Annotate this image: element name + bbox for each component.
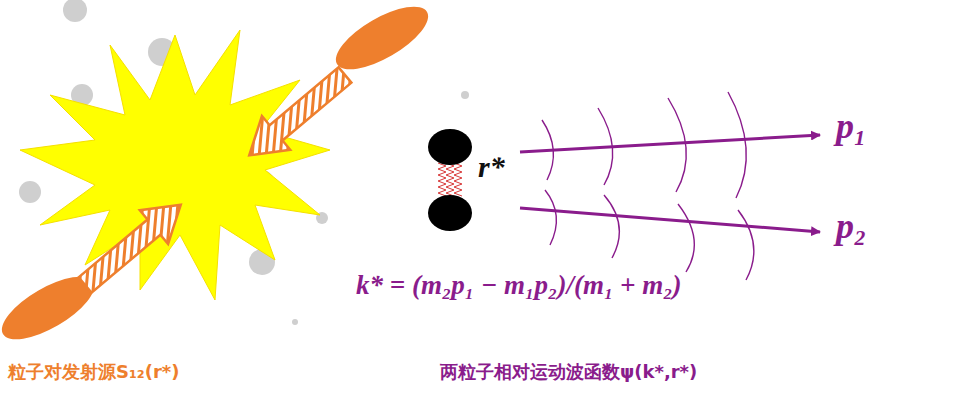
momentum-label: p₁ bbox=[836, 106, 867, 147]
momentum-label: p₂ bbox=[836, 206, 867, 247]
incoming-arrow bbox=[235, 58, 359, 172]
momentum-arrow bbox=[520, 135, 820, 152]
nucleus-top bbox=[327, 0, 437, 81]
caption-label: 粒子对发射源S₁₂(r*) bbox=[8, 362, 179, 383]
particle bbox=[428, 195, 472, 231]
caption-label: 两粒子相对运动波函数ψ(k*,r*) bbox=[440, 362, 697, 383]
formula-label: k* = (m₂p₁ − m₁p₂)/(m₁ + m₂) bbox=[356, 270, 682, 301]
interaction-spring bbox=[438, 163, 462, 196]
wave-fronts bbox=[542, 92, 754, 280]
separation-label: r* bbox=[478, 150, 505, 185]
momentum-arrow bbox=[520, 208, 820, 232]
particle bbox=[428, 129, 472, 165]
collision-burst bbox=[20, 30, 330, 300]
incoming-arrow bbox=[71, 188, 195, 302]
